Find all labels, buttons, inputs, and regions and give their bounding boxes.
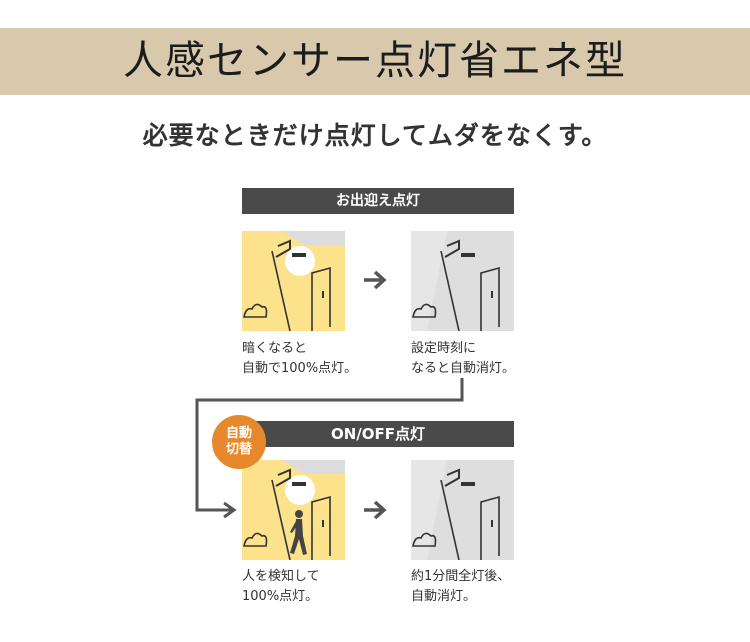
walking-person-icon	[290, 510, 307, 555]
header-banner	[0, 28, 750, 95]
scene-auto-off	[411, 460, 514, 560]
scene-light-off-timer	[411, 231, 514, 331]
section-title-welcome-lighting: お出迎え点灯	[242, 188, 514, 214]
caption-person-detect-on: 人を検知して 100%点灯。	[242, 569, 320, 604]
door-icon	[311, 266, 331, 331]
door-icon	[480, 495, 500, 560]
caption-one-minute-off: 約1分間全灯後、 自動消灯。	[411, 569, 511, 604]
light-glow	[285, 246, 315, 276]
shrub-icon	[243, 303, 268, 318]
scene-light-on-dark	[242, 231, 345, 331]
flow-connector-arrow-icon	[195, 378, 464, 519]
caption-dark-auto-on: 暗くなると 自動で100%点灯。	[242, 341, 358, 376]
section-title-on-off-lighting: ON/OFF点灯	[242, 421, 514, 447]
caption-timer-off: 設定時刻に なると自動消灯。	[411, 341, 516, 376]
door-icon	[480, 266, 500, 331]
auto-switch-badge: 自動 切替	[212, 415, 266, 469]
right-arrow-icon	[364, 500, 387, 520]
shrub-icon	[243, 532, 268, 547]
page-title: 人感センサー点灯省エネ型	[123, 38, 627, 84]
wall-light-icon	[444, 239, 475, 258]
right-arrow-icon	[364, 270, 387, 290]
page-subtitle: 必要なときだけ点灯してムダをなくす。	[142, 121, 608, 150]
wall-light-icon	[275, 468, 306, 487]
wall-light-icon	[275, 239, 306, 258]
shrub-icon	[412, 303, 437, 318]
door-icon	[311, 495, 331, 560]
shrub-icon	[412, 532, 437, 547]
scene-person-detected	[242, 460, 345, 560]
wall-light-icon	[444, 468, 475, 487]
